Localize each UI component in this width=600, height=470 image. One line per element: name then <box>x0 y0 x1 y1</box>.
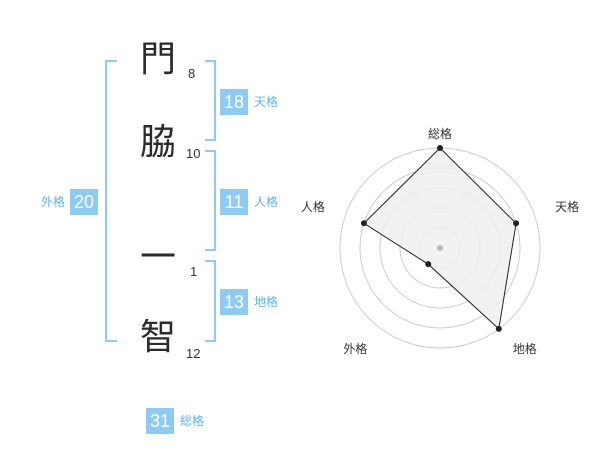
name-char-3: 一 <box>140 237 177 278</box>
chikaku-score: 13 <box>220 289 248 315</box>
gaikaku-label: 外格 <box>41 195 66 209</box>
jinkaku-bracket <box>205 150 216 251</box>
radar-point-5 <box>360 220 367 227</box>
jinkaku-score: 11 <box>220 189 248 215</box>
radar-axis-label-1: 総格 <box>428 126 452 141</box>
radar-point-4 <box>425 261 432 268</box>
radar-axis-label-2: 天格 <box>555 199 579 214</box>
tenkaku-label: 天格 <box>254 95 279 109</box>
radar-point-3 <box>495 325 502 332</box>
jinkaku-label: 人格 <box>254 195 279 209</box>
radar-series-polygon <box>363 147 517 330</box>
name-char-1: 門 <box>140 39 177 80</box>
tenkaku-bracket <box>205 60 216 141</box>
gaikaku-score: 20 <box>70 189 98 215</box>
tenkaku-score: 18 <box>220 89 248 115</box>
soukaku-label: 総格 <box>180 414 205 428</box>
radar-axis-label-4: 外格 <box>343 341 367 356</box>
radar-point-2 <box>513 220 520 227</box>
chikaku-label: 地格 <box>254 295 279 309</box>
radar-axis-label-3: 地格 <box>513 341 537 356</box>
stroke-count-2: 10 <box>186 146 201 161</box>
gaikaku-bracket <box>105 60 117 342</box>
radar-center-dot <box>437 245 443 251</box>
radar-point-1 <box>437 145 443 151</box>
name-char-4: 智 <box>140 317 177 358</box>
stroke-count-3: 1 <box>190 264 198 279</box>
name-char-2: 脇 <box>140 122 177 163</box>
chikaku-bracket <box>205 260 216 342</box>
stroke-count-1: 8 <box>188 66 196 81</box>
stroke-count-4: 12 <box>186 346 201 361</box>
soukaku-score: 31 <box>146 408 174 434</box>
radar-axis-label-5: 人格 <box>301 199 325 214</box>
